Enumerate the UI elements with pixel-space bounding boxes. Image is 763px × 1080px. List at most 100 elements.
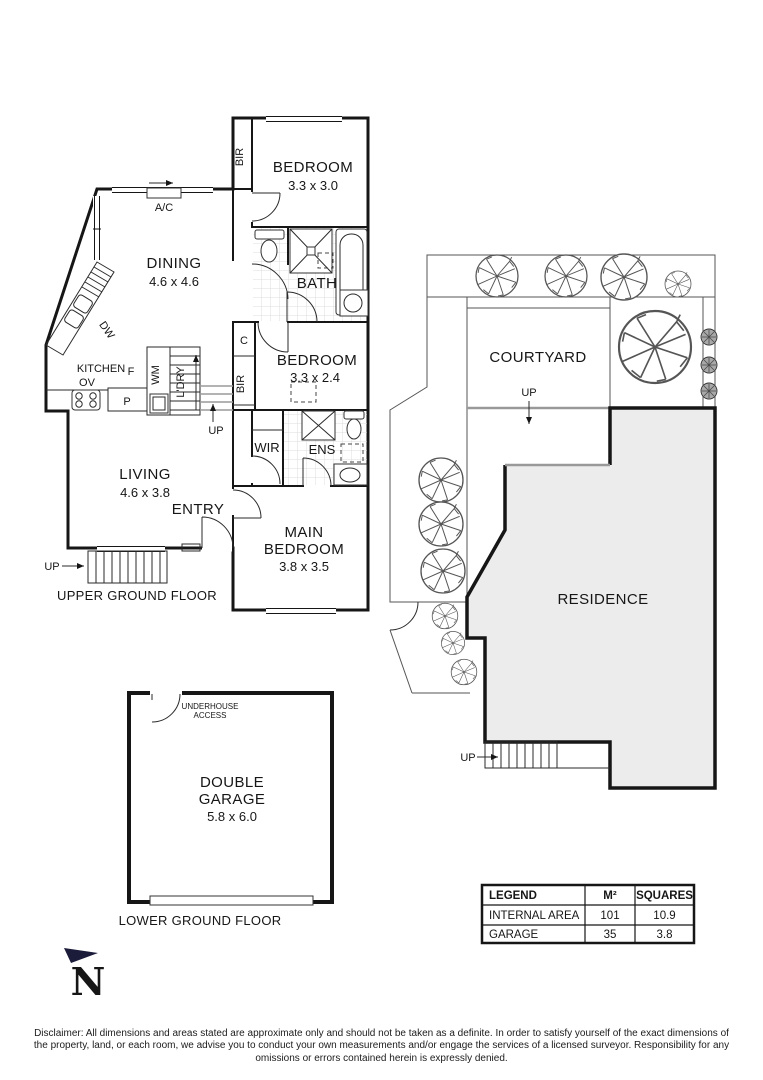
shrub-icon [700, 356, 718, 374]
garage-dims: 5.8 x 6.0 [207, 809, 257, 824]
bir-label: BIR [234, 148, 246, 166]
bath-fixtures [254, 228, 369, 317]
up-label: UP [208, 425, 223, 437]
garage-walls [127, 691, 334, 904]
tree-icon [441, 631, 465, 655]
legend-row-squares: 10.9 [653, 910, 675, 922]
north-label: N [71, 959, 106, 1004]
legend-header-2: SQUARES [636, 890, 693, 902]
bedroom1-dims: 3.3 x 3.0 [288, 178, 338, 193]
laundry-label: L'DRY [175, 366, 187, 398]
living-dims: 4.6 x 3.8 [120, 485, 170, 500]
site-stairs-up-label: UP [460, 752, 475, 764]
bedroom2-dims: 3.3 x 2.4 [290, 370, 340, 385]
north-arrow-icon [64, 948, 98, 963]
tree-icon [600, 253, 648, 301]
toilet-bowl [346, 418, 362, 440]
washing-machine [149, 393, 169, 414]
toilet-bowl [260, 239, 278, 263]
cooktop [71, 389, 101, 411]
kitchen-bench [45, 261, 148, 412]
legend-row-m2: 101 [600, 910, 619, 922]
underhouse-label1: UNDERHOUSE [182, 702, 239, 711]
tree-icon [431, 602, 459, 630]
legend-header-0: LEGEND [489, 890, 537, 902]
wir-label: WIR [254, 440, 279, 455]
legend-border [480, 883, 696, 945]
boundary-line [389, 629, 470, 694]
entry-stairs [62, 550, 168, 584]
living-label: LIVING [119, 466, 171, 483]
upper-floor-title: UPPER GROUND FLOOR [57, 588, 217, 603]
upper-ground-floor-plan: A/C [44, 114, 370, 614]
dining-label: DINING [147, 255, 202, 272]
courtyard-label: COURTYARD [489, 349, 586, 366]
bedroom1-label: BEDROOM [273, 159, 353, 176]
exterior-wall [44, 116, 370, 612]
tree-icon [544, 254, 588, 298]
tree-icon [420, 548, 466, 594]
shrub-icon [700, 328, 718, 346]
door-arc [201, 192, 332, 552]
lower-floor-title: LOWER GROUND FLOOR [119, 913, 282, 928]
door-arc [151, 693, 181, 723]
main-bedroom-label2: BEDROOM [264, 541, 344, 558]
bedroom2-dashed-box [290, 381, 317, 403]
garage-label2: GARAGE [199, 791, 266, 808]
tree-icon [475, 254, 519, 298]
legend-row-label: INTERNAL AREA [489, 910, 580, 922]
legend-gridlines [482, 885, 694, 943]
ens-dashed-box [340, 443, 364, 463]
underhouse-label2: ACCESS [194, 711, 227, 720]
tree-icon [450, 658, 478, 686]
toilet-cistern [343, 410, 365, 420]
sink [73, 294, 93, 314]
ensuite-fixtures [301, 410, 368, 486]
tree-icon [617, 309, 693, 385]
disclaimer-text: Disclaimer: All dimensions and areas sta… [33, 1028, 730, 1064]
bir-label: BIR [235, 375, 247, 393]
stairs-upper-treads [200, 385, 233, 411]
sink [64, 309, 84, 329]
garage-label1: DOUBLE [200, 774, 264, 791]
tree-icon [664, 270, 692, 298]
garage-roller-door [149, 895, 314, 906]
cupboard-label: C [240, 335, 248, 347]
oven-label: OV [79, 377, 96, 389]
main-bedroom-label1: MAIN [284, 524, 323, 541]
dining-dims: 4.6 x 4.6 [149, 274, 199, 289]
legend-table: LEGEND M² SQUARES INTERNAL AREA 101 10.9… [480, 883, 696, 945]
bath-label: BATH [297, 275, 338, 292]
lower-ground-floor-plan: UNDERHOUSE ACCESS DOUBLE GARAGE 5.8 x 6.… [119, 688, 334, 928]
residence-label: RESIDENCE [557, 591, 648, 608]
legend-row-m2: 35 [604, 929, 617, 941]
site-plan: COURTYARD UP RESIDENCE UP [389, 253, 718, 790]
north-compass: N [64, 948, 105, 1004]
vanity-basin [339, 467, 361, 483]
bath-dashed-box [317, 252, 334, 269]
legend-header-1: M² [603, 890, 617, 902]
gate-arc [389, 601, 419, 631]
main-bedroom-dims: 3.8 x 3.5 [279, 559, 329, 574]
residence-footprint [467, 408, 715, 788]
laundry-stairs [146, 346, 233, 422]
bedroom2-label: BEDROOM [277, 352, 357, 369]
kitchen-label: KITCHEN [77, 363, 125, 375]
ac-label: A/C [155, 202, 173, 214]
fridge-label: F [128, 366, 135, 378]
ac-unit [146, 187, 182, 199]
up-label: UP [44, 561, 59, 573]
garage-door-gap [150, 688, 182, 698]
legend-row-squares: 3.8 [657, 929, 673, 941]
tree-icon [418, 501, 464, 547]
site-stairs [484, 741, 610, 769]
pantry-label: P [123, 396, 130, 408]
entry-label: ENTRY [172, 501, 225, 518]
ens-label: ENS [309, 442, 336, 457]
shrub-icon [700, 382, 718, 400]
toilet-cistern [254, 229, 285, 240]
garden-left-band [389, 296, 468, 603]
dishwasher-label: DW [96, 319, 117, 341]
